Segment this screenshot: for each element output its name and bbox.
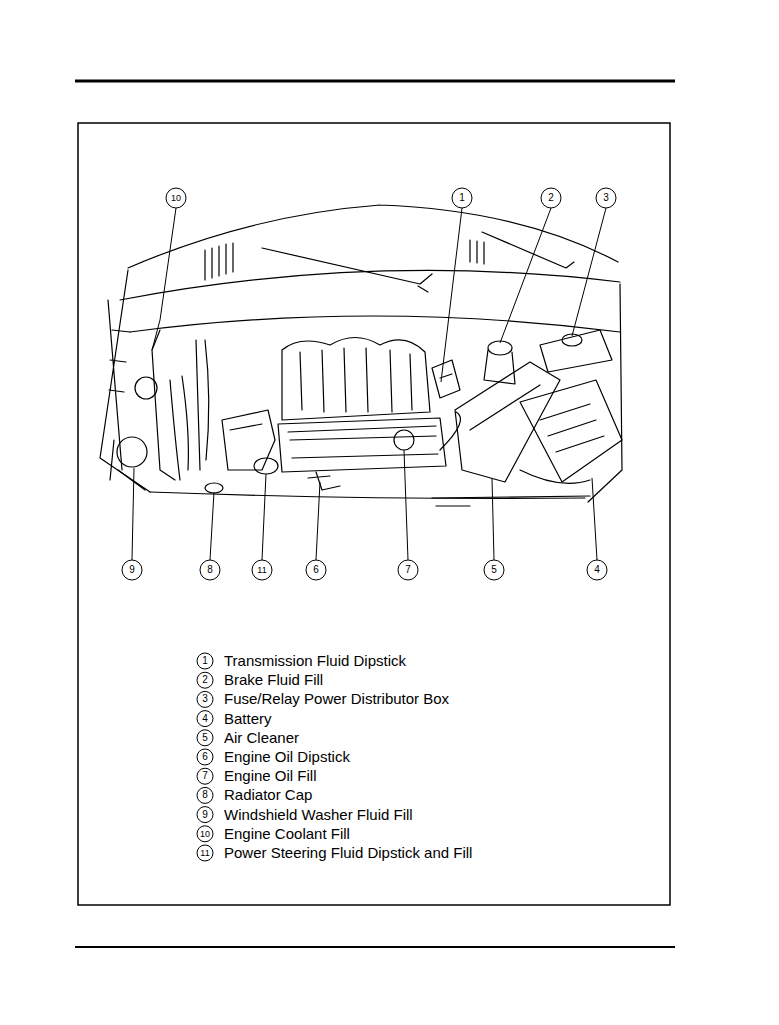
part-name: Battery bbox=[224, 710, 272, 728]
part-name: Radiator Cap bbox=[224, 786, 312, 804]
callout-circle bbox=[452, 188, 472, 208]
manifold-runner bbox=[300, 348, 412, 412]
callout-number: 5 bbox=[483, 564, 505, 576]
wiper-arm bbox=[262, 232, 574, 292]
key-number: 5 bbox=[194, 732, 216, 744]
part-name: Engine Coolant Fill bbox=[224, 825, 350, 843]
leader-line bbox=[592, 478, 597, 560]
key-number: 11 bbox=[194, 847, 216, 859]
right-fender bbox=[588, 284, 622, 502]
hose bbox=[170, 340, 209, 480]
callout-number: 10 bbox=[165, 192, 187, 204]
leader-line bbox=[572, 208, 606, 336]
valve-cover bbox=[278, 418, 446, 472]
key-number: 4 bbox=[194, 713, 216, 725]
part-name: Fuse/Relay Power Distributor Box bbox=[224, 690, 449, 708]
leader-line bbox=[316, 482, 320, 560]
leader-line bbox=[210, 492, 214, 560]
oil-fill-cap bbox=[394, 430, 414, 450]
part-name: Engine Oil Dipstick bbox=[224, 748, 350, 766]
air-cleaner bbox=[455, 362, 560, 482]
key-number: 8 bbox=[194, 789, 216, 801]
distributor-box bbox=[540, 330, 612, 372]
callout-number: 7 bbox=[397, 564, 419, 576]
key-number: 6 bbox=[194, 751, 216, 763]
callout-number: 8 bbox=[199, 564, 221, 576]
callout-circle bbox=[398, 560, 418, 580]
callout-number: 9 bbox=[121, 564, 143, 576]
key-number: 9 bbox=[194, 809, 216, 821]
leader-line bbox=[441, 208, 462, 382]
part-name: Brake Fluid Fill bbox=[224, 671, 323, 689]
callout-circle bbox=[200, 560, 220, 580]
leader-line bbox=[492, 478, 494, 560]
brake-reservoir bbox=[484, 350, 515, 384]
callout-circle bbox=[587, 560, 607, 580]
callout-number: 4 bbox=[586, 564, 608, 576]
part-name: Air Cleaner bbox=[224, 729, 299, 747]
left-fender bbox=[100, 270, 150, 492]
leader-line bbox=[132, 468, 134, 560]
leader-line bbox=[152, 208, 176, 350]
callout-circle bbox=[252, 560, 272, 580]
washer-reservoir bbox=[110, 440, 145, 490]
washer-reservoir-cap bbox=[117, 437, 147, 467]
part-name: Windshield Washer Fluid Fill bbox=[224, 806, 413, 824]
radiator-cap bbox=[205, 483, 223, 493]
callout-circle bbox=[484, 560, 504, 580]
alternator bbox=[222, 410, 275, 470]
footer-rule bbox=[75, 946, 675, 948]
header-rule bbox=[75, 80, 675, 83]
power-steering-cap bbox=[254, 458, 278, 474]
key-number: 10 bbox=[194, 828, 216, 840]
callout-circle bbox=[541, 188, 561, 208]
key-number: 3 bbox=[194, 693, 216, 705]
callout-circle bbox=[122, 560, 142, 580]
callout-number: 3 bbox=[595, 192, 617, 204]
key-number: 2 bbox=[194, 674, 216, 686]
figure-frame bbox=[78, 123, 670, 905]
part-name: Power Steering Fluid Dipstick and Fill bbox=[224, 844, 472, 862]
callout-number: 6 bbox=[305, 564, 327, 576]
hood-vent bbox=[205, 240, 484, 280]
callout-circle bbox=[596, 188, 616, 208]
callout-number: 1 bbox=[451, 192, 473, 204]
intake-manifold bbox=[282, 338, 430, 421]
leader-line bbox=[262, 474, 266, 560]
brake-fluid-cap bbox=[488, 341, 512, 355]
part-name: Transmission Fluid Dipstick bbox=[224, 652, 406, 670]
cowl-panel bbox=[120, 270, 620, 332]
callout-circle bbox=[306, 560, 326, 580]
part-name: Engine Oil Fill bbox=[224, 767, 317, 785]
support-bracket bbox=[432, 496, 590, 506]
coolant-reservoir bbox=[152, 330, 175, 480]
leader-line bbox=[500, 208, 551, 343]
key-number: 7 bbox=[194, 770, 216, 782]
callout-number: 11 bbox=[251, 564, 273, 576]
oil-dipstick bbox=[308, 472, 340, 490]
key-number: 1 bbox=[194, 655, 216, 667]
leader-line bbox=[404, 450, 408, 560]
transmission-dipstick bbox=[432, 360, 460, 398]
callout-circle bbox=[166, 188, 186, 208]
battery-fuse-box bbox=[520, 380, 622, 482]
callout-number: 2 bbox=[540, 192, 562, 204]
